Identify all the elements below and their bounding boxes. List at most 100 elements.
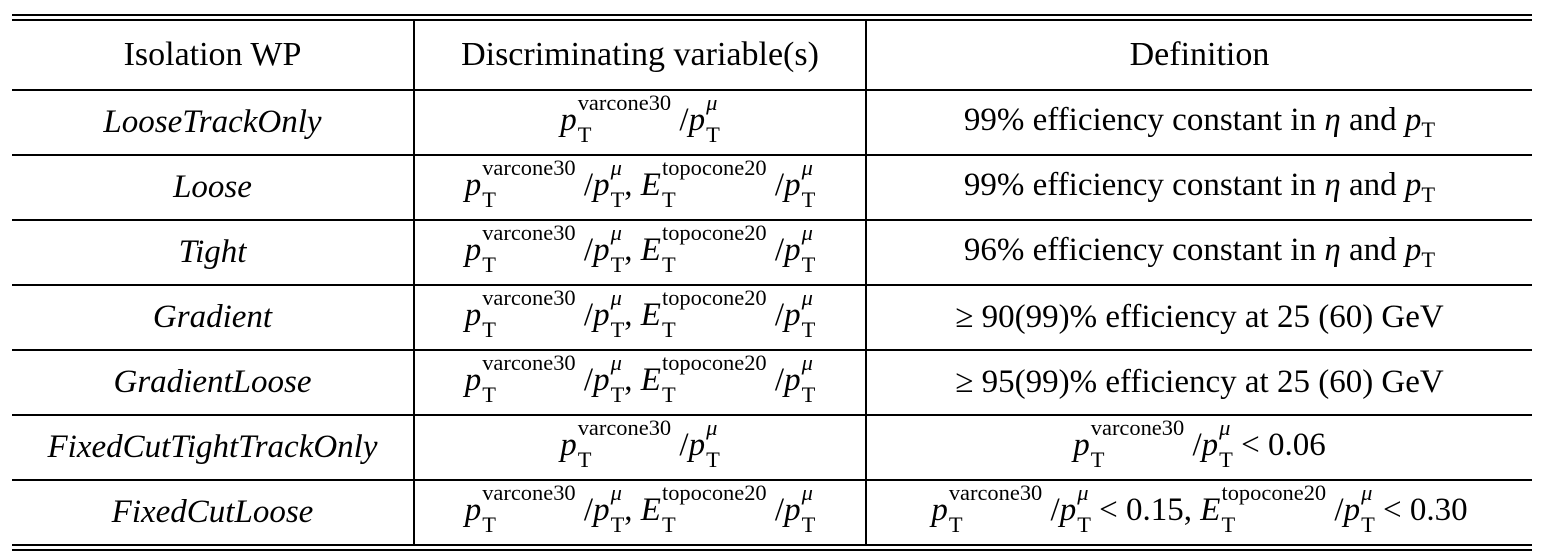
- math-superscript: topocone20: [661, 480, 767, 506]
- math-superscript: topocone20: [1221, 480, 1327, 506]
- math-subscript: T: [577, 121, 592, 147]
- math-subscript: T: [1361, 511, 1375, 537]
- math-base: p: [464, 297, 482, 334]
- math-subscript: T: [610, 186, 625, 212]
- math-superscript: μ: [706, 415, 718, 441]
- slash: /: [1042, 492, 1060, 529]
- math-subscript: T: [482, 316, 496, 342]
- math-base: p: [1404, 101, 1422, 138]
- cell-wp-name: FixedCutLoose: [111, 494, 314, 530]
- math-base: p: [1404, 166, 1422, 203]
- math-subscript: T: [661, 316, 676, 342]
- math-base: p: [784, 297, 801, 334]
- slash: /: [766, 167, 785, 204]
- and-word: and: [1340, 166, 1405, 203]
- slash: /: [766, 232, 785, 269]
- definition-text: 99% efficiency constant in: [963, 166, 1325, 203]
- slash: /: [766, 362, 785, 399]
- slash: /: [671, 427, 689, 464]
- cut-value: < 0.30: [1374, 492, 1468, 529]
- cell-wp-name: Tight: [12, 220, 414, 286]
- math-superscript: μ: [610, 220, 622, 246]
- math-base: E: [640, 167, 661, 204]
- eta-symbol: η: [1324, 166, 1341, 203]
- math-subscript: T: [1090, 446, 1105, 472]
- top-rule-second: [12, 19, 1532, 21]
- math-base: p: [1073, 427, 1090, 464]
- math-subscript: T: [661, 186, 676, 212]
- and-word: and: [1340, 101, 1405, 138]
- comma: ,: [624, 362, 641, 399]
- math-subscript: T: [577, 446, 592, 472]
- math-superscript: varcone30: [577, 90, 672, 116]
- math-base: E: [640, 362, 661, 399]
- math-base: p: [1059, 492, 1077, 529]
- math-subscript: T: [610, 251, 625, 277]
- math-subscript: T: [1421, 117, 1436, 143]
- slash: /: [575, 232, 594, 269]
- comma: ,: [624, 232, 641, 269]
- cell-definition: 99% efficiency constant in η and pT: [865, 155, 1532, 221]
- definition-text: 96% efficiency constant in: [963, 231, 1325, 268]
- math-subscript: T: [482, 511, 496, 537]
- math-superscript: varcone30: [482, 220, 576, 246]
- math-subscript: T: [801, 186, 816, 212]
- math-subscript: T: [801, 316, 816, 342]
- math-subscript: T: [1221, 511, 1236, 537]
- math-subscript: T: [706, 446, 720, 472]
- math-superscript: μ: [610, 155, 622, 181]
- slash: /: [766, 297, 785, 334]
- math-superscript: μ: [1361, 480, 1373, 506]
- math-superscript: μ: [801, 480, 813, 506]
- math-subscript: T: [482, 186, 496, 212]
- math-base: p: [464, 492, 482, 529]
- cell-definition: ≥ 95(99)% efficiency at 25 (60) GeV: [865, 350, 1532, 416]
- header-isolation-wp: Isolation WP: [12, 21, 414, 91]
- math-base: p: [784, 232, 801, 269]
- math-base: E: [640, 297, 661, 334]
- math-base: p: [593, 167, 610, 204]
- slash: /: [575, 167, 594, 204]
- math-subscript: T: [1077, 511, 1091, 537]
- math-superscript: varcone30: [482, 480, 576, 506]
- math-subscript: T: [1421, 182, 1436, 208]
- math-superscript: varcone30: [948, 480, 1043, 506]
- math-base: E: [1200, 492, 1221, 529]
- comma: ,: [624, 297, 641, 334]
- math-base: E: [640, 232, 661, 269]
- math-base: p: [1343, 492, 1361, 529]
- math-base: p: [593, 297, 610, 334]
- and-word: and: [1340, 231, 1405, 268]
